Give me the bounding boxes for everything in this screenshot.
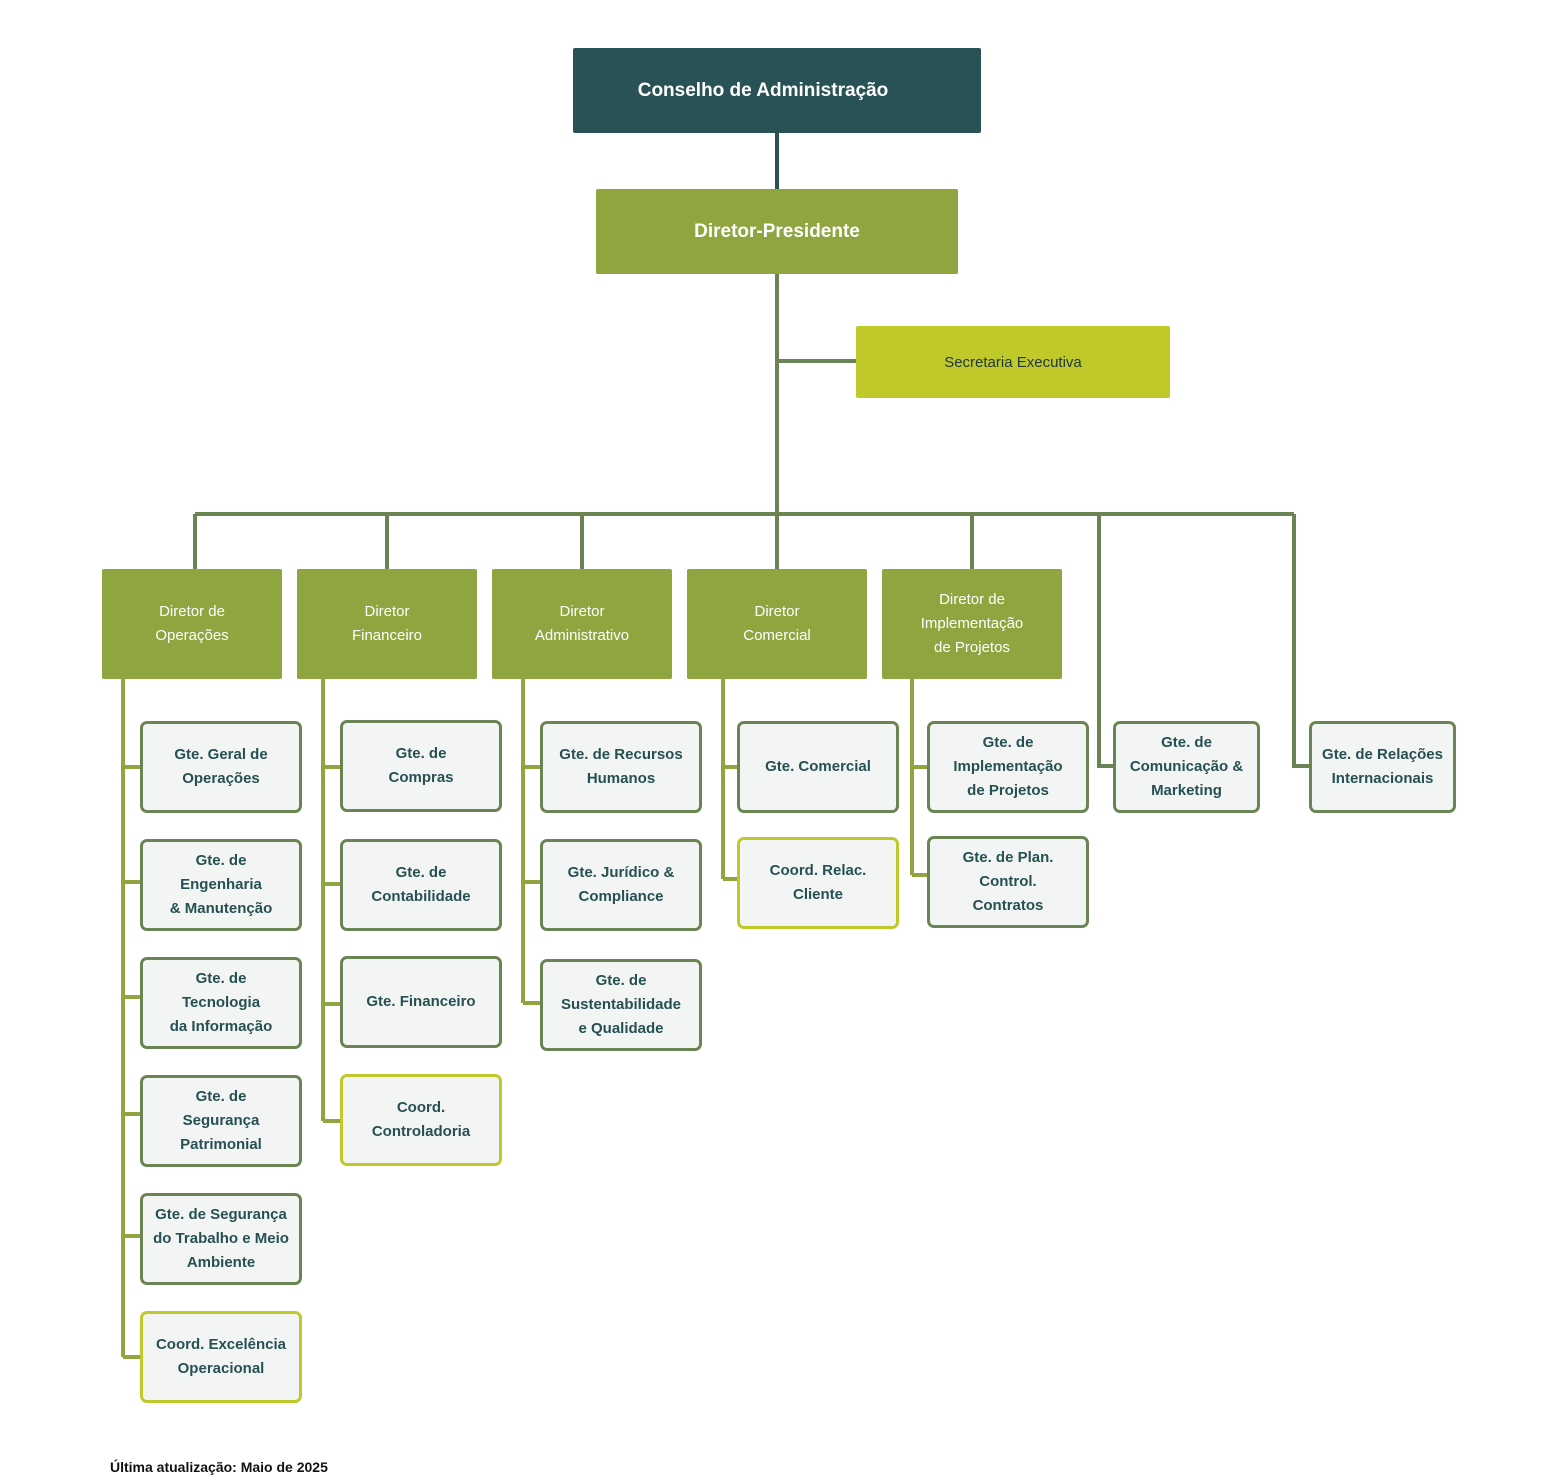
line-com-mkt [1097, 514, 1113, 768]
manager-international-relations-box: Gte. de Relações Internacionais [1309, 721, 1456, 813]
director-operations-box: Diretor de Operações [102, 569, 282, 679]
board-of-directors-box: Conselho de Administração [573, 48, 981, 133]
manager-it-box: Gte. de Tecnologia da Informação [140, 957, 302, 1049]
director-administrative-box: Diretor Administrativo [492, 569, 672, 679]
manager-engineering-box: Gte. de Engenharia & Manutenção [140, 839, 302, 931]
director-projects-box: Diretor de Implementação de Projetos [882, 569, 1062, 679]
manager-communication-marketing-box: Gte. de Comunicação & Marketing [1113, 721, 1260, 813]
line-rel-int [1292, 514, 1309, 768]
coord-customer-relations-box: Coord. Relac. Cliente [737, 837, 899, 929]
manager-security-box: Gte. de Segurança Patrimonial [140, 1075, 302, 1167]
director-finance-box: Diretor Financeiro [297, 569, 477, 679]
manager-commercial-box: Gte. Comercial [737, 721, 899, 813]
director-commercial-box: Diretor Comercial [687, 569, 867, 679]
manager-general-operations-box: Gte. Geral de Operações [140, 721, 302, 813]
manager-accounting-box: Gte. de Contabilidade [340, 839, 502, 931]
coord-controllership-box: Coord. Controladoria [340, 1074, 502, 1166]
manager-contracts-planning-box: Gte. de Plan. Control. Contratos [927, 836, 1089, 928]
manager-project-implementation-box: Gte. de Implementação de Projetos [927, 721, 1089, 813]
manager-safety-environment-box: Gte. de Segurança do Trabalho e Meio Amb… [140, 1193, 302, 1285]
ceo-box: Diretor-Presidente [596, 189, 958, 274]
executive-secretariat-box: Secretaria Executiva [856, 326, 1170, 398]
manager-purchasing-box: Gte. de Compras [340, 720, 502, 812]
manager-legal-box: Gte. Jurídico & Compliance [540, 839, 702, 931]
manager-hr-box: Gte. de Recursos Humanos [540, 721, 702, 813]
manager-sustainability-box: Gte. de Sustentabilidade e Qualidade [540, 959, 702, 1051]
manager-financial-box: Gte. Financeiro [340, 956, 502, 1048]
coord-operational-excellence-box: Coord. Excelência Operacional [140, 1311, 302, 1403]
last-updated-note: Última atualização: Maio de 2025 [110, 1459, 328, 1475]
